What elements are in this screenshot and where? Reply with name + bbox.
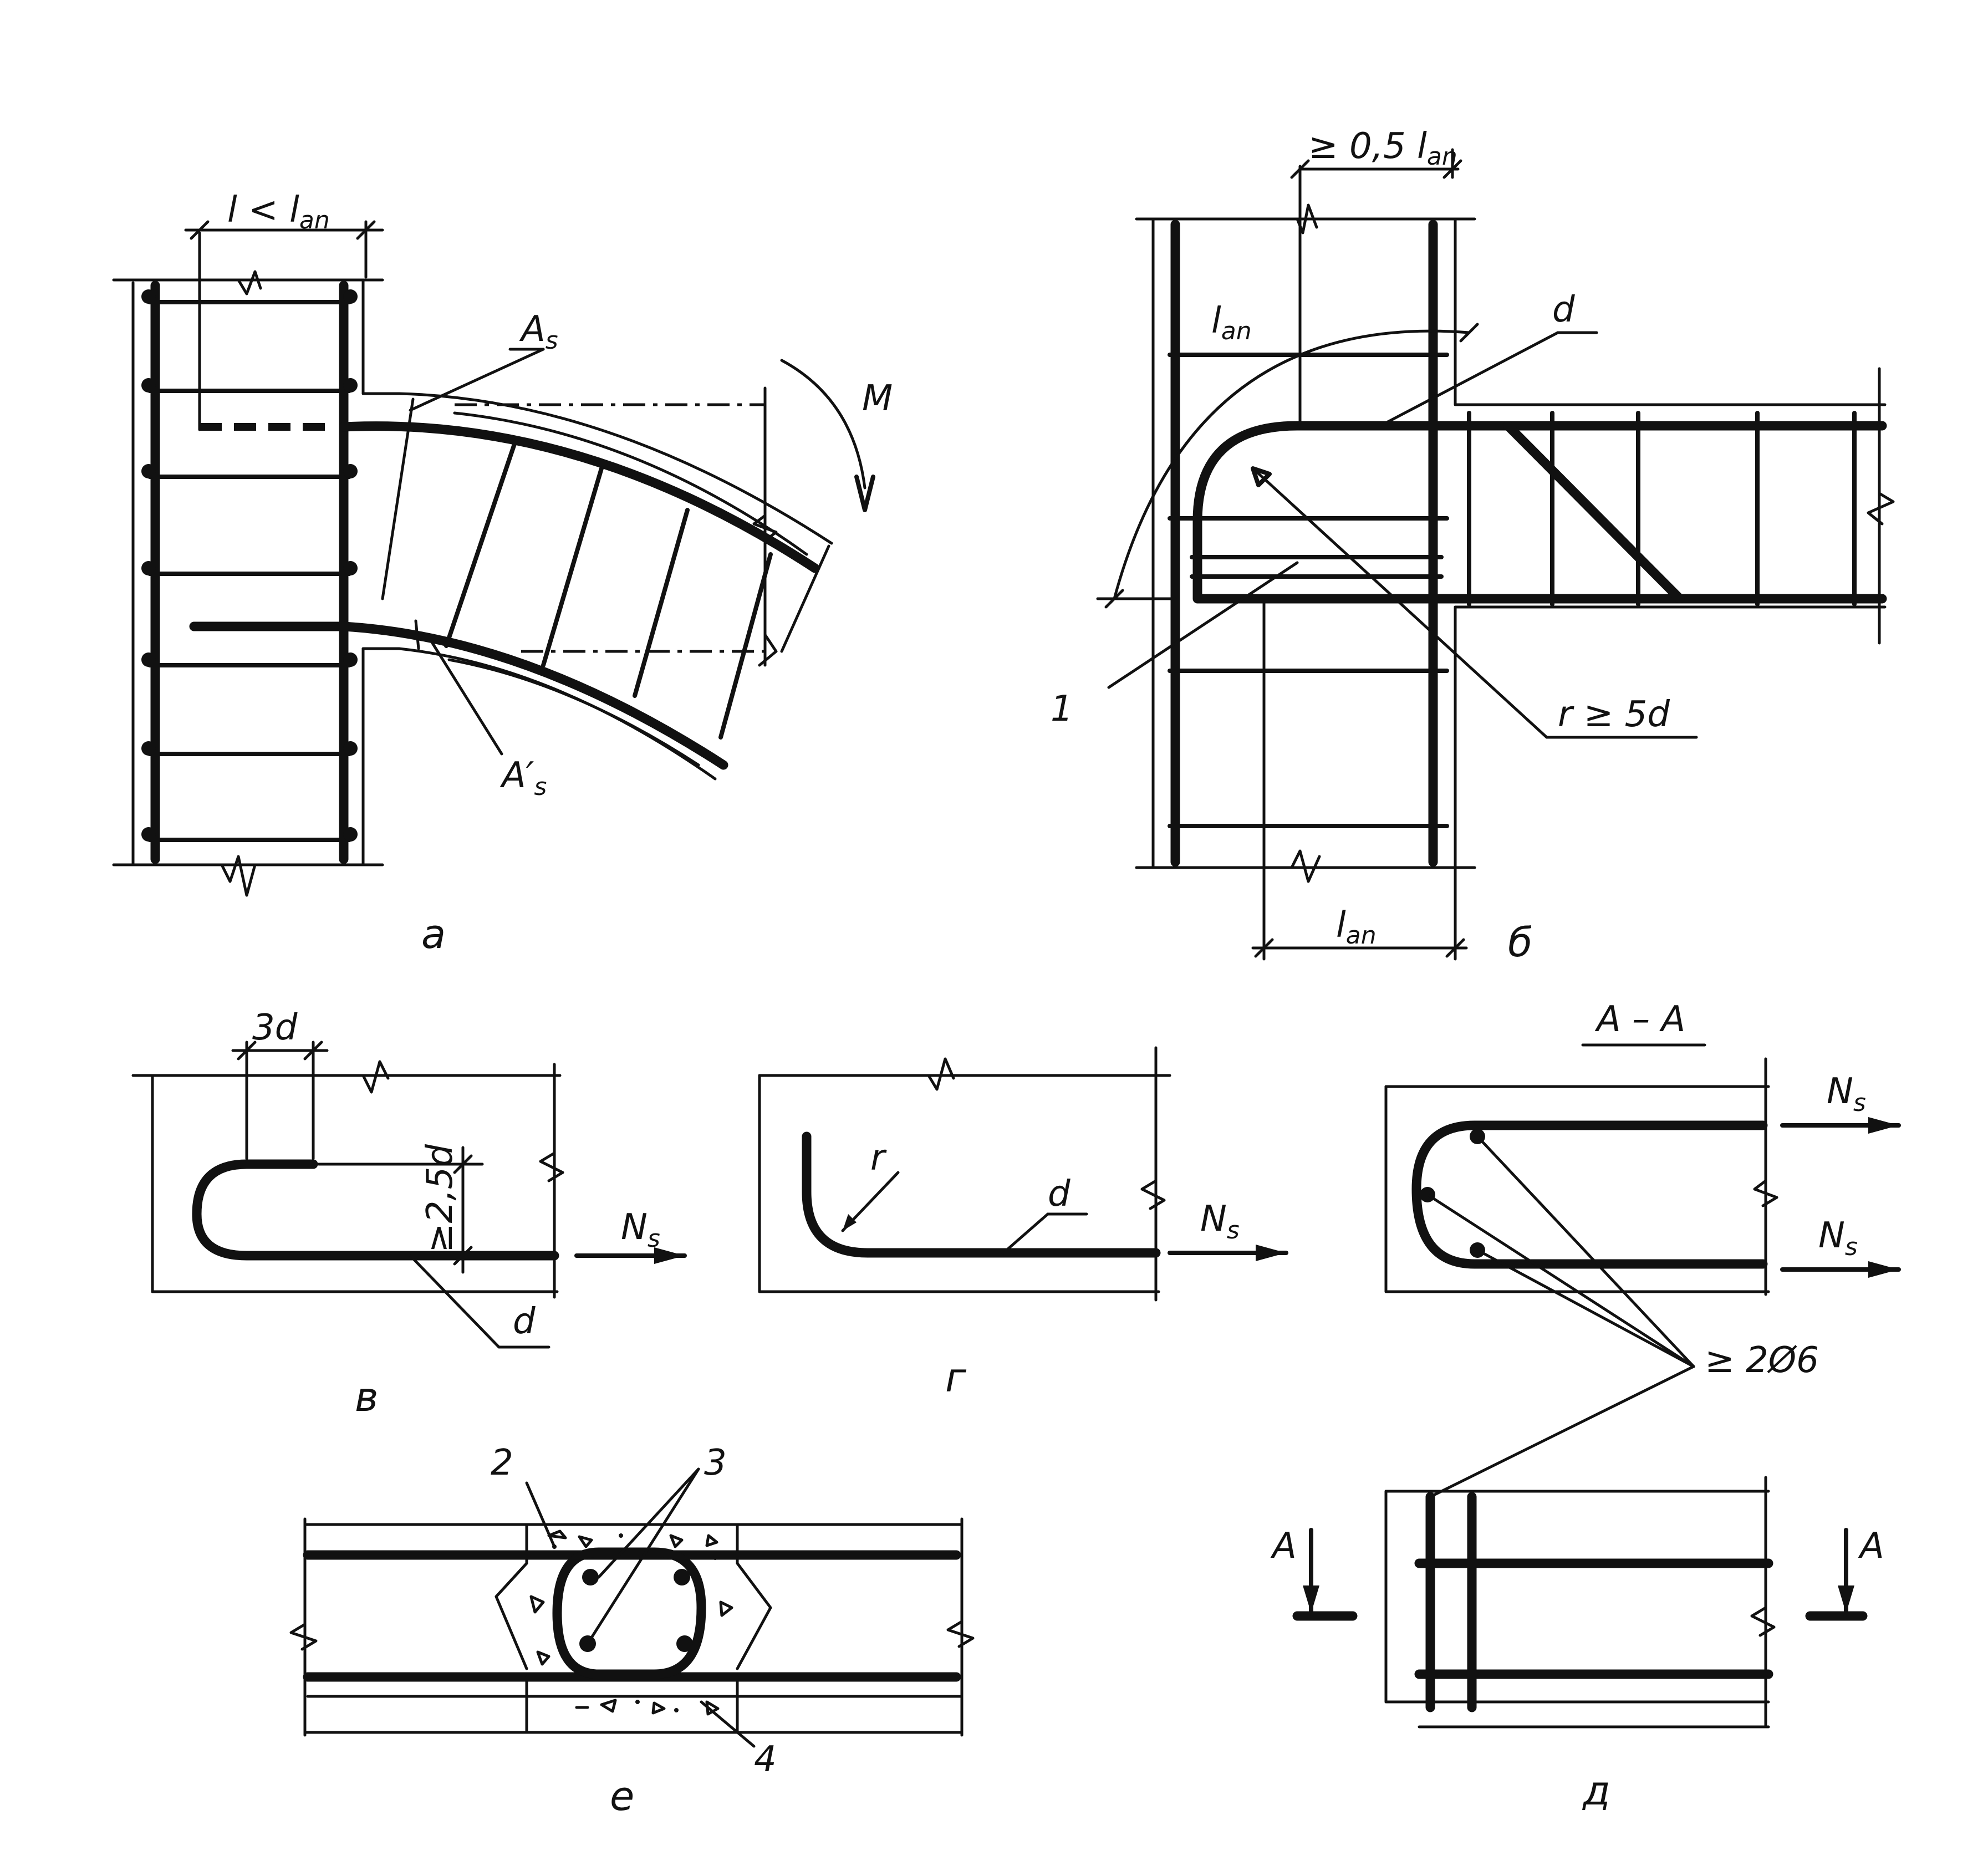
label-min-bars: ≥ 2Ø6 [1705, 1340, 1819, 1381]
dim-l-less-lan: l < lan [227, 190, 330, 234]
label-A-right: А [1858, 1526, 1884, 1567]
panel-d-section: Ns Ns [1384, 1057, 1901, 1296]
panel-b-column [1135, 203, 1476, 883]
panel-b: ≥ 0,5 lan lan lan d 1 r ≥ 5d б [1051, 126, 1895, 966]
panel-v: 3d ≥2,5d d Ns в [131, 1007, 687, 1420]
caption-v: в [355, 1374, 378, 1420]
label-As: As [519, 309, 558, 355]
label-3: 3 [704, 1442, 727, 1483]
label-Ns-v: Ns [621, 1207, 660, 1253]
dim-3d: 3d [252, 1007, 298, 1048]
label-r-g: r [870, 1138, 887, 1179]
caption-a: а [421, 911, 446, 957]
label-d-g: d [1048, 1174, 1071, 1215]
panel-v-dim-3d: 3d [231, 1007, 329, 1160]
caption-b: б [1508, 919, 1532, 966]
panel-e-joint [495, 1523, 772, 1734]
label-M: M [862, 378, 893, 419]
panel-e: 2 3 4 е [289, 1442, 975, 1819]
label-4: 4 [754, 1739, 777, 1780]
panel-a-dimension-top: l < lan [184, 190, 384, 431]
panel-a-labels: As A′s M а [409, 309, 893, 957]
caption-g: г [945, 1354, 967, 1401]
panel-a: l < lan As A′s M а [112, 190, 893, 957]
panel-b-labels: d 1 r ≥ 5d б [1051, 289, 1698, 966]
panel-e-labels: 2 3 4 [491, 1442, 777, 1780]
label-A-left: А [1270, 1526, 1297, 1567]
panel-b-beam [1192, 367, 1895, 866]
panel-a-column [112, 270, 384, 897]
label-r-ge-5d: r ≥ 5d [1558, 694, 1670, 735]
dim-2-5d: ≥2,5d [420, 1144, 461, 1253]
section-title-AA: А – А [1594, 999, 1685, 1040]
panel-g: r d Ns г [758, 1046, 1288, 1401]
panel-d-leader: ≥ 2Ø6 [1426, 1135, 1819, 1498]
label-1: 1 [1051, 689, 1073, 730]
caption-d: д [1582, 1767, 1610, 1814]
panel-b-dimensions: ≥ 0,5 lan lan lan [1096, 126, 1479, 961]
label-Ns-d-top: Ns [1827, 1071, 1866, 1117]
caption-e: е [610, 1773, 634, 1819]
panel-d-plan: А А [1270, 1476, 1884, 1729]
label-Ns-d-bottom: Ns [1818, 1215, 1858, 1261]
dim-lan-bottom: lan [1336, 905, 1377, 950]
label-d-v: d [513, 1301, 536, 1342]
label-Ns-g: Ns [1200, 1199, 1240, 1245]
panel-a-beam [189, 359, 875, 781]
label-d-b: d [1552, 289, 1575, 330]
label-As-prime: A′s [499, 755, 547, 801]
panel-v-dim-25d: ≥2,5d [317, 1144, 484, 1274]
panel-d: А – А Ns Ns ≥ 2Ø6 [1270, 999, 1901, 1814]
label-lan-arc: lan [1211, 300, 1252, 345]
dim-half-lan: ≥ 0,5 lan [1308, 126, 1457, 171]
label-2: 2 [491, 1442, 513, 1483]
